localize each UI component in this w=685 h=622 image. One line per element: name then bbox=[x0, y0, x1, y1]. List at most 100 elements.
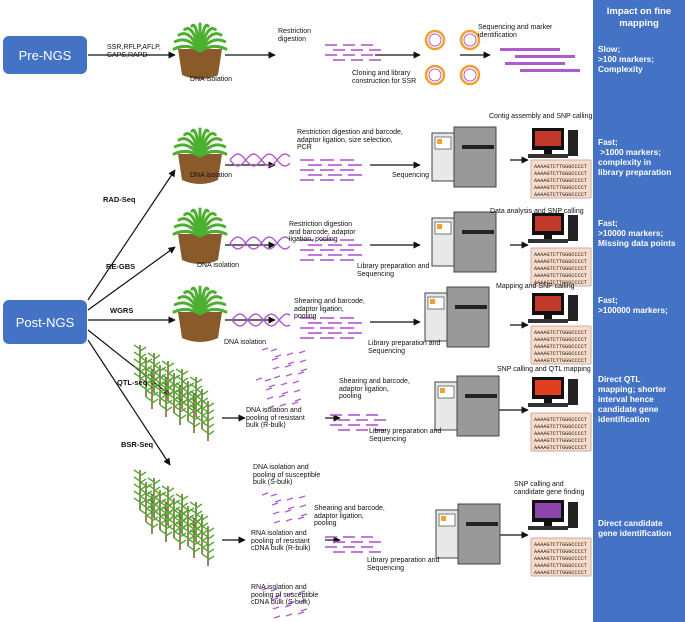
dna-helix bbox=[229, 153, 291, 167]
leaf bbox=[145, 514, 153, 520]
leaf bbox=[173, 398, 181, 404]
fragment-dash bbox=[271, 357, 279, 361]
wgrs-label: WGRS bbox=[110, 306, 134, 315]
leaf bbox=[181, 505, 189, 511]
leaf bbox=[139, 488, 147, 494]
leaf bbox=[189, 501, 197, 507]
leaf bbox=[159, 376, 167, 382]
leaf bbox=[201, 400, 209, 406]
leaf bbox=[139, 509, 147, 515]
sequence-readout: AAAAGTCTTGGGCCCCTAAAAGTCTTGGGCCCCTAAAAGT… bbox=[530, 247, 592, 287]
leaf bbox=[153, 489, 161, 495]
bsr-r-bulk-label: RNA isolation and pooling of resistant c… bbox=[251, 530, 311, 553]
leaf bbox=[195, 388, 203, 394]
leaf bbox=[151, 377, 159, 383]
leaf bbox=[147, 352, 155, 358]
fragment-group bbox=[330, 414, 386, 431]
plasmid-rings bbox=[424, 29, 481, 86]
computer-icon bbox=[528, 500, 578, 530]
leaf bbox=[161, 485, 169, 491]
fragment-dash bbox=[273, 615, 281, 619]
leaf bbox=[207, 402, 215, 408]
leaf bbox=[207, 548, 215, 554]
rad-impact-text: Fast; >1000 markers; complexity in libra… bbox=[598, 137, 672, 178]
plant-icon bbox=[172, 207, 228, 264]
leaf bbox=[145, 493, 153, 499]
readout-line: AAAAGTCTTGGGCCCCT bbox=[534, 358, 587, 364]
leaf bbox=[187, 531, 195, 537]
fragment-dash bbox=[261, 587, 269, 591]
leaf bbox=[179, 407, 187, 413]
wgrs-sequencing-label: Library preparation and Sequencing bbox=[368, 340, 441, 355]
leaf bbox=[159, 404, 167, 410]
leaf bbox=[193, 422, 201, 428]
leaf bbox=[139, 384, 147, 390]
leaf bbox=[195, 503, 203, 509]
leaf bbox=[179, 414, 187, 420]
fragment-dash bbox=[285, 373, 293, 377]
leaf bbox=[173, 523, 181, 529]
leaf bbox=[181, 380, 189, 386]
fragment-dash bbox=[279, 403, 287, 407]
leaf bbox=[181, 370, 189, 376]
leaf bbox=[193, 526, 201, 532]
fragment-dash bbox=[270, 493, 278, 497]
fragment-dash bbox=[284, 509, 292, 513]
pot-shape bbox=[178, 234, 222, 264]
leaf-shape bbox=[198, 229, 228, 238]
leaf bbox=[193, 540, 201, 546]
leaf bbox=[167, 487, 175, 493]
plant-icons bbox=[172, 22, 228, 342]
fragment-dash bbox=[274, 499, 282, 503]
leaf bbox=[151, 509, 159, 515]
dna-helix bbox=[229, 236, 291, 250]
leaf bbox=[173, 391, 181, 397]
leaf bbox=[159, 508, 167, 514]
scattered-fragments bbox=[261, 587, 308, 619]
sequence-readout: AAAAGTCTTGGGCCCCTAAAAGTCTTGGGCCCCTAAAAGT… bbox=[530, 159, 592, 199]
leaf bbox=[159, 383, 167, 389]
leaf bbox=[201, 414, 209, 420]
leaf bbox=[145, 521, 153, 527]
leaf bbox=[133, 351, 141, 357]
leaf bbox=[193, 519, 201, 525]
leaf bbox=[167, 372, 175, 378]
fragment-dash bbox=[297, 611, 305, 615]
leaf bbox=[179, 532, 187, 538]
wgrs-impact-text: Fast; >100000 markers; bbox=[598, 295, 668, 316]
leaf bbox=[179, 400, 187, 406]
leaf bbox=[133, 490, 141, 496]
fragment-group bbox=[325, 44, 381, 61]
leaf bbox=[201, 532, 209, 538]
leaf bbox=[187, 406, 195, 412]
leaf bbox=[165, 378, 173, 384]
fragment-dash bbox=[266, 396, 274, 400]
scattered-fragments bbox=[261, 492, 308, 524]
leaf bbox=[189, 376, 197, 382]
fragment-dash bbox=[273, 520, 281, 524]
leaf bbox=[187, 538, 195, 544]
leaf bbox=[187, 382, 195, 388]
leaf bbox=[145, 396, 153, 402]
sequencer-slot bbox=[465, 394, 497, 398]
pre-ngs-marker-list: SSR,RFLP,AFLP, CAPS,RAPD bbox=[107, 44, 161, 59]
wgrs-dna-isolation-label: DNA isolation bbox=[224, 339, 267, 346]
leaf bbox=[145, 368, 153, 374]
leaf bbox=[187, 507, 195, 513]
leaf bbox=[165, 517, 173, 523]
computer-icon bbox=[528, 128, 578, 158]
sequencer-icons bbox=[424, 126, 501, 565]
leaf bbox=[207, 555, 215, 561]
sequencer-light bbox=[437, 224, 442, 229]
leaf bbox=[181, 495, 189, 501]
fragment-dash bbox=[280, 382, 288, 386]
sequence-readout: AAAAGTCTTGGGCCCCTAAAAGTCTTGGGCCCCTAAAAGT… bbox=[530, 325, 592, 365]
leaf bbox=[145, 500, 153, 506]
leaf bbox=[151, 502, 159, 508]
impact-panel bbox=[593, 0, 685, 622]
fragment-dash bbox=[287, 601, 295, 605]
leaf bbox=[139, 377, 147, 383]
leaf bbox=[201, 553, 209, 559]
fragment-dash bbox=[272, 366, 280, 370]
leaf bbox=[173, 384, 181, 390]
